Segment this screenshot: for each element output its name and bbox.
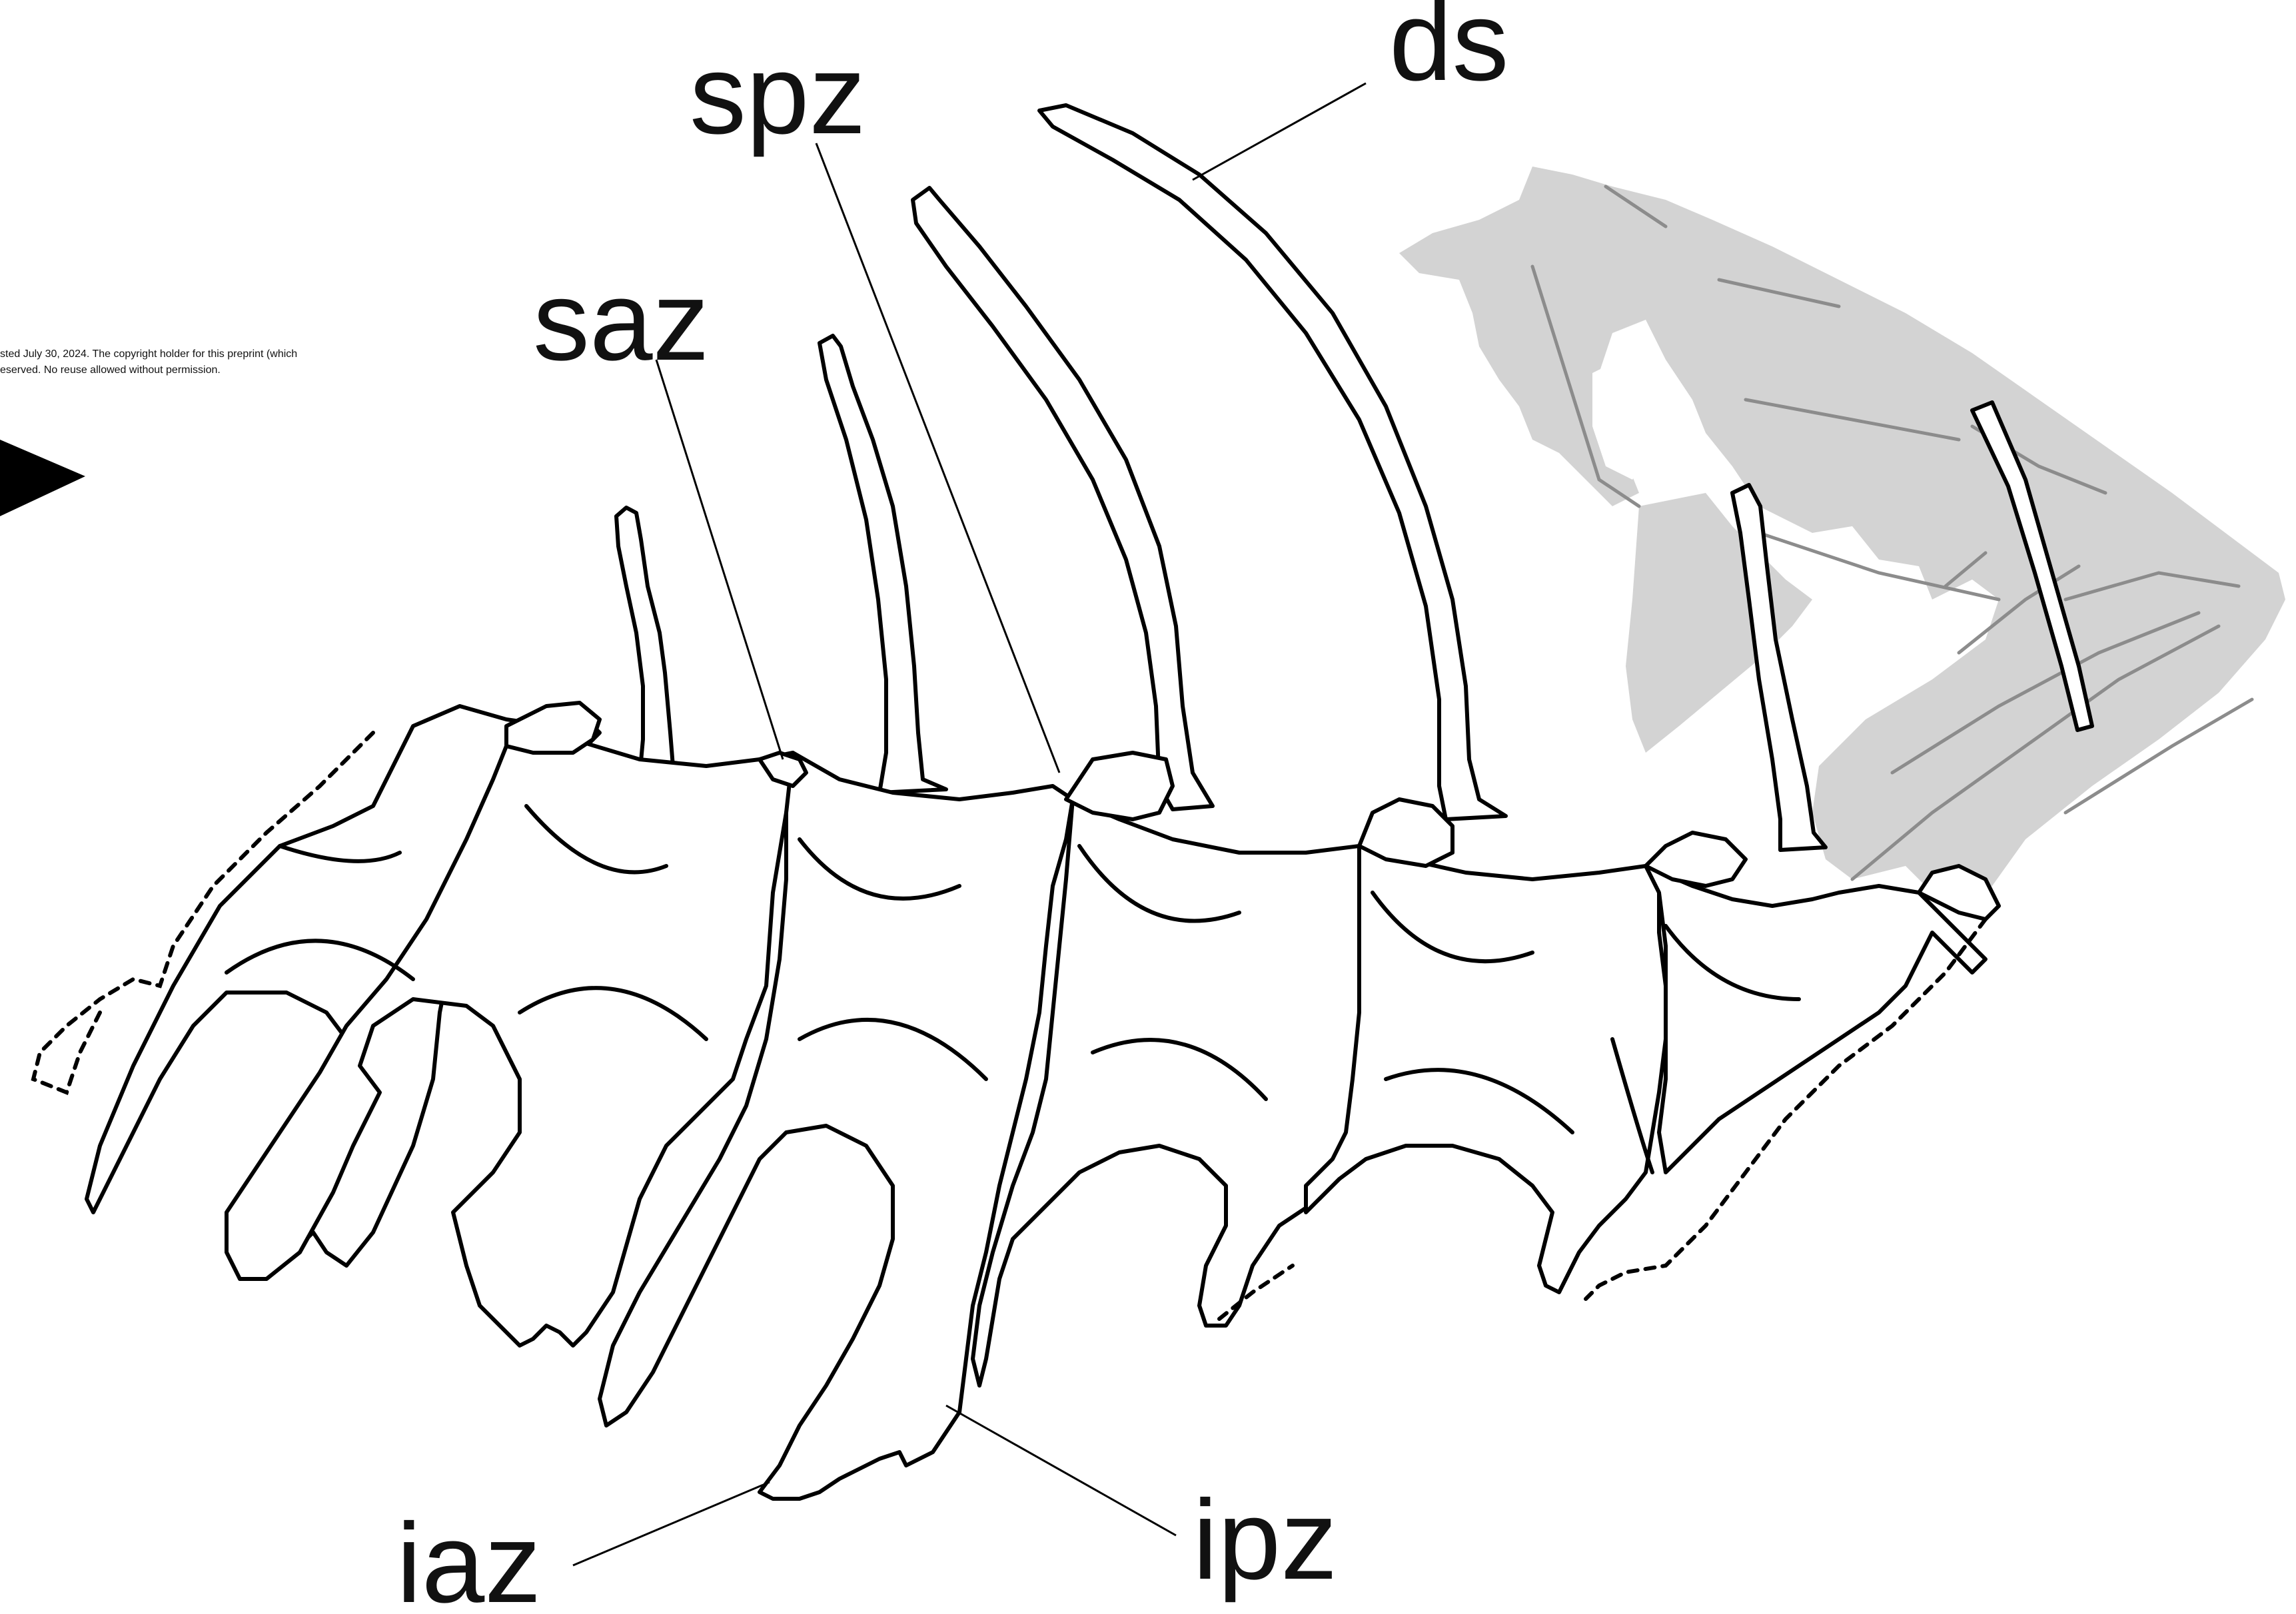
leader-line-ipz: [946, 1406, 1176, 1535]
centrum-6: [1646, 866, 1986, 1172]
label-iaz: iaz: [396, 1500, 541, 1614]
centrum-5: [1306, 846, 1666, 1292]
centrum-2: [227, 733, 806, 1346]
vertebral-centra: [87, 706, 1986, 1499]
label-spz: spz: [690, 31, 866, 158]
neural-spine-1: [616, 508, 693, 776]
preprint-notice-line-1: sted July 30, 2024. The copyright holder…: [0, 348, 297, 360]
label-ds: ds: [1389, 0, 1509, 105]
postzygapophysis-3: [1066, 753, 1173, 819]
matrix-region: [1399, 167, 2285, 893]
preprint-notice-line-2: eserved. No reuse allowed without permis…: [0, 364, 221, 376]
arrowhead-right-icon: [0, 440, 85, 516]
label-saz: saz: [533, 258, 710, 384]
neural-spine-2: [820, 336, 946, 793]
leader-line-ds: [1193, 83, 1366, 180]
neural-spine-3: [913, 188, 1213, 809]
leader-line-iaz: [573, 1482, 770, 1565]
label-ipz: ipz: [1193, 1477, 1337, 1603]
leader-line-saz: [656, 360, 783, 759]
prezygapophysis-1: [506, 703, 600, 753]
